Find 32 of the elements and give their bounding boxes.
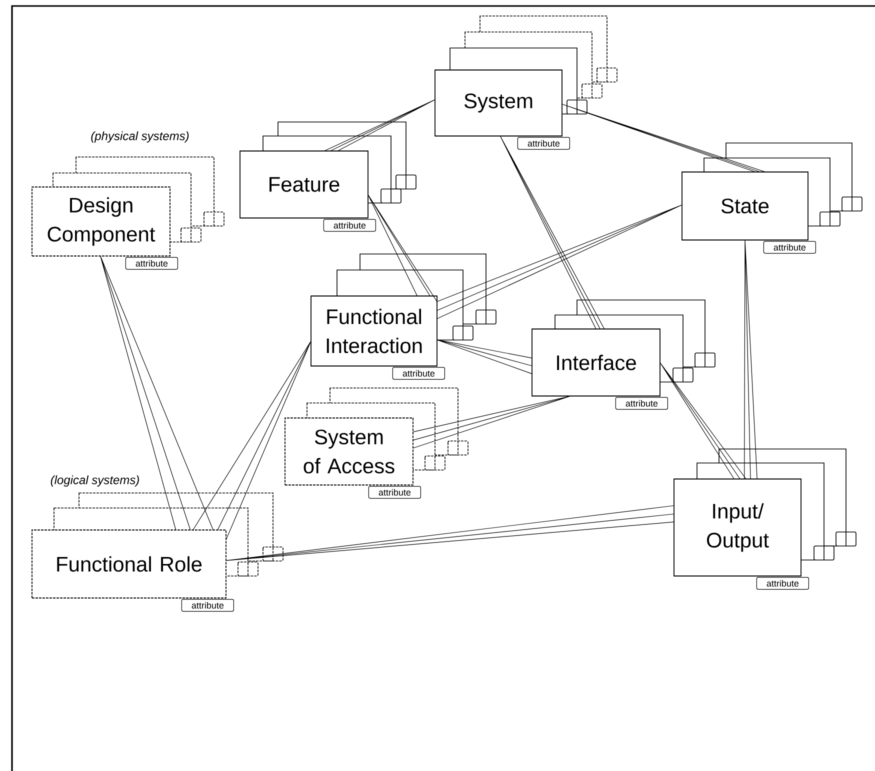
connector <box>226 505 674 561</box>
connector <box>368 194 438 302</box>
entity-box: System <box>434 70 562 136</box>
entity-box: System of Access <box>284 418 414 486</box>
connector <box>412 396 572 448</box>
attribute-tag: attribute <box>763 241 816 254</box>
connector <box>744 240 758 480</box>
entity-box: State <box>682 172 808 240</box>
connector <box>100 256 214 530</box>
attribute-tag: attribute <box>756 577 809 590</box>
attribute-tag: attribute <box>615 397 668 410</box>
entity-box: Interface <box>532 328 660 396</box>
connector <box>324 99 436 152</box>
attribute-tag: attribute <box>368 486 421 499</box>
connector <box>660 362 746 480</box>
attribute-tag: attribute <box>392 367 445 380</box>
connector <box>436 204 682 320</box>
connector <box>562 104 766 172</box>
entity-box: Design Component <box>32 186 170 256</box>
entity-box: Feature <box>240 150 368 218</box>
entity-box: Input/ Output <box>674 478 802 576</box>
attribute-tag: attribute <box>181 599 234 612</box>
attribute-tag: attribute <box>517 137 570 150</box>
connector <box>500 136 605 330</box>
connector <box>436 340 532 374</box>
attribute-tag: attribute <box>323 219 376 232</box>
attribute-tag: attribute <box>125 257 178 270</box>
group-heading: (physical systems) <box>91 131 189 143</box>
connector <box>192 340 312 540</box>
entity-box: Functional Interaction <box>310 296 438 366</box>
entity-box: Functional Role <box>32 530 226 598</box>
group-heading: (logical systems) <box>50 475 139 487</box>
